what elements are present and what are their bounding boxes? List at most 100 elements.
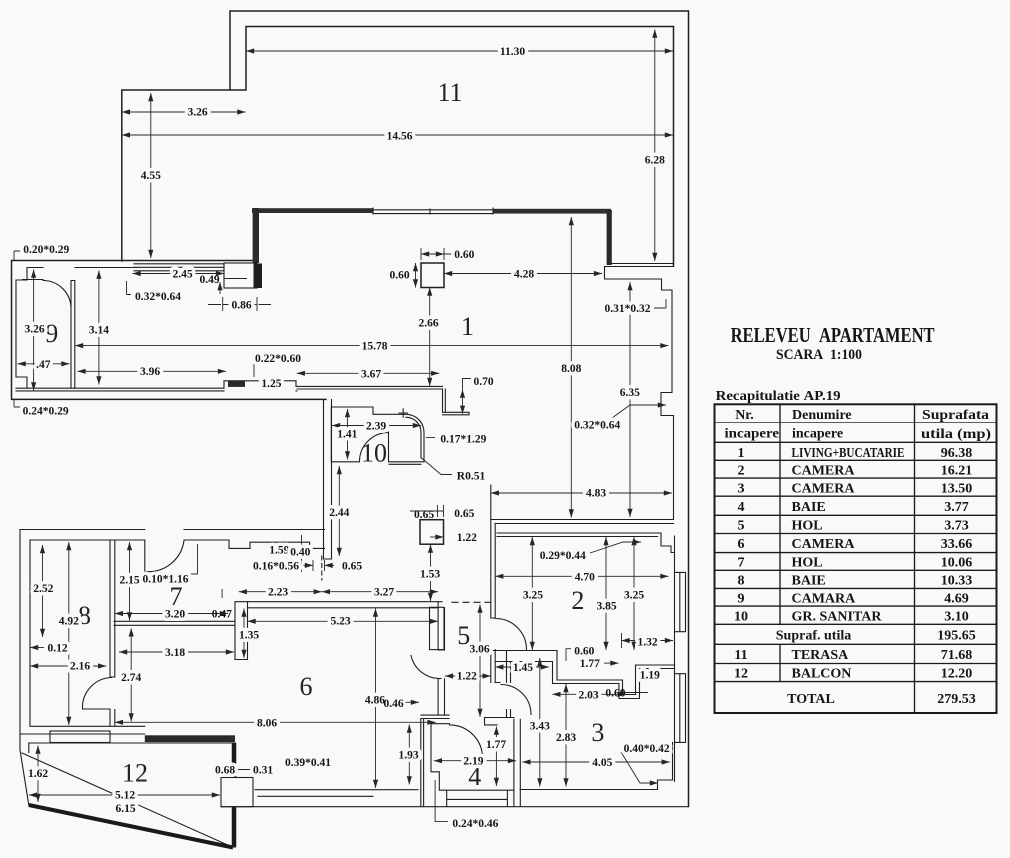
svg-text:R0.51: R0.51 [457,471,486,483]
svg-text:0.86: 0.86 [231,300,251,312]
svg-text:4.83: 4.83 [586,488,606,500]
svg-text:279.53: 279.53 [937,692,976,707]
svg-text:4.69: 4.69 [944,591,969,606]
svg-text:0.68: 0.68 [215,765,235,777]
svg-text:0.65: 0.65 [414,509,434,521]
svg-text:3.43: 3.43 [530,721,550,733]
svg-text:0.24*0.29: 0.24*0.29 [23,406,69,418]
svg-text:71.68: 71.68 [941,648,973,663]
svg-text:2.39: 2.39 [366,420,386,432]
svg-text:11: 11 [734,648,747,663]
svg-text:8.06: 8.06 [257,717,277,729]
svg-text:0.31*0.32: 0.31*0.32 [605,303,651,315]
svg-text:7: 7 [170,582,183,611]
svg-text:3.85: 3.85 [597,601,617,613]
svg-text:6.35: 6.35 [620,387,640,399]
svg-text:2.23: 2.23 [268,587,288,599]
svg-text:3.10: 3.10 [944,609,969,624]
svg-text:BALCON: BALCON [792,667,852,682]
svg-text:0.32*0.64: 0.32*0.64 [135,291,181,303]
svg-text:4: 4 [738,500,745,515]
svg-text:4.55: 4.55 [141,170,161,182]
svg-text:4.86: 4.86 [365,694,385,706]
svg-text:16.21: 16.21 [941,463,973,478]
svg-text:Suprafata: Suprafata [922,408,989,423]
svg-text:2: 2 [738,463,745,478]
svg-text:0.32*0.64: 0.32*0.64 [574,419,620,431]
svg-text:BAIE: BAIE [792,573,826,588]
svg-text:9: 9 [738,591,745,606]
svg-text:12: 12 [734,667,748,682]
svg-text:3.25: 3.25 [523,589,543,601]
svg-text:0.16*0.56: 0.16*0.56 [253,560,299,572]
svg-text:2.44: 2.44 [329,507,349,519]
svg-text:3.25: 3.25 [624,589,644,601]
svg-text:15.78: 15.78 [362,341,388,353]
svg-text:3.26: 3.26 [187,107,207,119]
svg-text:0.60: 0.60 [389,270,409,282]
svg-text:6.28: 6.28 [645,154,665,166]
svg-text:1.32: 1.32 [637,636,657,648]
svg-text:0.20*0.29: 0.20*0.29 [23,244,69,256]
svg-text:1.22: 1.22 [457,532,477,544]
svg-text:2.52: 2.52 [33,583,53,595]
svg-text:6: 6 [300,672,313,701]
svg-text:BAIE: BAIE [792,500,826,515]
svg-text:CAMARA: CAMARA [792,591,857,606]
svg-text:0.12: 0.12 [47,643,67,655]
svg-text:3: 3 [738,481,745,496]
svg-text:6: 6 [738,537,745,552]
svg-text:incapere: incapere [725,427,780,442]
svg-text:CAMERA: CAMERA [792,481,856,496]
svg-text:2.16: 2.16 [70,661,90,673]
svg-text:Nr.: Nr. [735,408,754,423]
svg-text:1.22: 1.22 [457,671,477,683]
svg-text:Recapitulatie AP.19: Recapitulatie AP.19 [716,388,841,403]
svg-text:1.41: 1.41 [337,428,357,440]
svg-text:0.70: 0.70 [473,376,493,388]
svg-text:2.19: 2.19 [463,755,483,767]
svg-text:Denumire: Denumire [792,408,852,423]
svg-text:3.06: 3.06 [470,643,490,655]
svg-text:1.25: 1.25 [261,378,281,390]
svg-text:13.50: 13.50 [941,481,973,496]
svg-text:2.15: 2.15 [119,575,139,587]
svg-text:1.59: 1.59 [269,544,289,556]
svg-text:1.77: 1.77 [580,658,600,670]
svg-text:0.39*0.41: 0.39*0.41 [285,757,331,769]
svg-text:2.83: 2.83 [556,732,576,744]
svg-text:3.77: 3.77 [944,500,969,515]
svg-text:Supraf. utila: Supraf. utila [776,629,851,644]
svg-text:1.53: 1.53 [420,568,440,580]
svg-text:11.30: 11.30 [500,46,525,58]
svg-text:10: 10 [361,439,387,468]
svg-text:2.66: 2.66 [418,318,438,330]
svg-text:0.40: 0.40 [290,546,310,558]
svg-text:10.33: 10.33 [941,573,973,588]
svg-text:TERASA: TERASA [792,648,850,663]
svg-text:1: 1 [461,312,474,341]
svg-text:5.12: 5.12 [115,790,135,802]
svg-text:1.93: 1.93 [399,749,419,761]
svg-text:3.96: 3.96 [140,366,160,378]
svg-text:3.14: 3.14 [89,324,109,336]
svg-text:0.65: 0.65 [342,560,362,572]
svg-text:LIVING+BUCATARIE: LIVING+BUCATARIE [792,446,905,461]
svg-text:TOTAL: TOTAL [787,692,835,707]
svg-text:8: 8 [738,573,745,588]
svg-text:10.06: 10.06 [941,556,973,571]
svg-text:3.26: 3.26 [24,323,44,335]
svg-text:0.31: 0.31 [253,765,273,777]
svg-text:0.46: 0.46 [384,698,404,710]
svg-text:3.67: 3.67 [361,368,381,380]
svg-text:HOL: HOL [792,556,823,571]
svg-text:1.35: 1.35 [239,629,259,641]
svg-text:8.08: 8.08 [561,363,581,375]
svg-text:4.28: 4.28 [514,269,534,281]
svg-text:3.73: 3.73 [944,519,969,534]
svg-text:4.05: 4.05 [592,757,612,769]
svg-text:5: 5 [738,519,745,534]
svg-text:1.77: 1.77 [486,739,506,751]
svg-text:6.15: 6.15 [115,803,135,815]
svg-text:1: 1 [738,446,745,461]
